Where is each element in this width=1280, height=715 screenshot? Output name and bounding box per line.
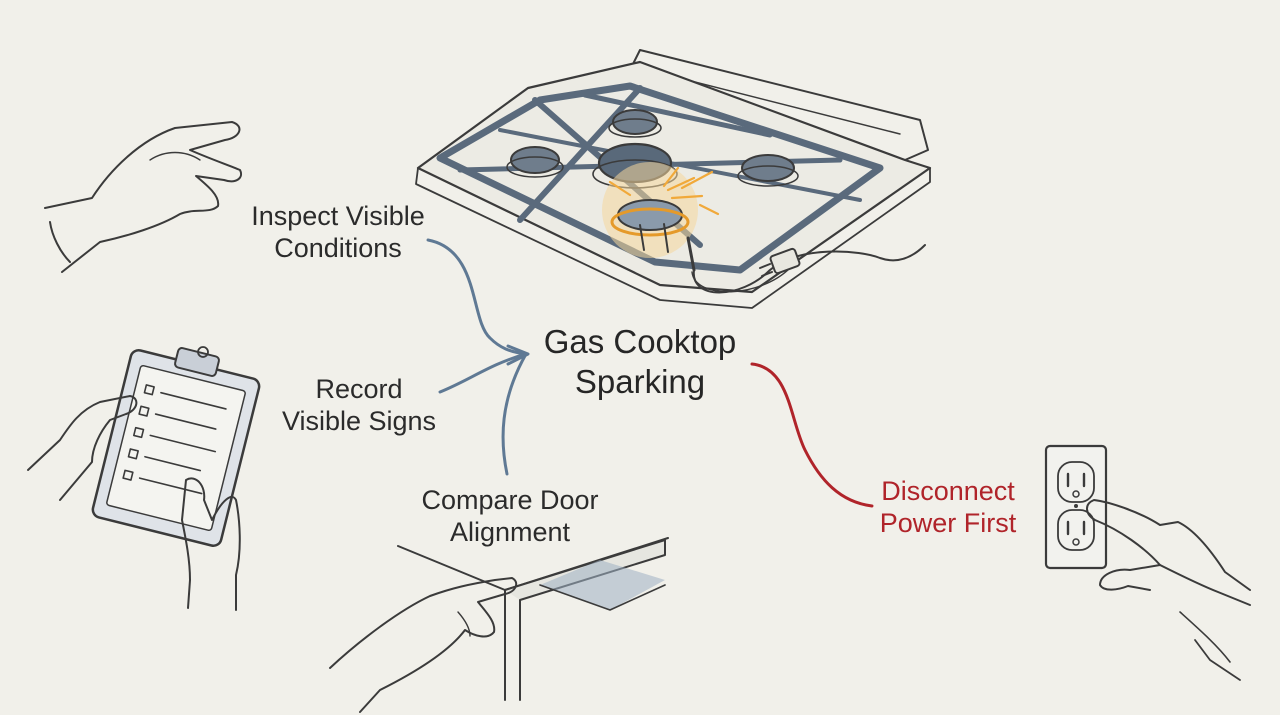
- hand-pointing-door-icon: [329, 577, 518, 713]
- plug-icon: [759, 247, 801, 277]
- node-record-visible-signs: Record Visible Signs: [268, 373, 450, 437]
- wall-outlet-icon: [1044, 444, 1108, 570]
- connectors: [426, 238, 874, 508]
- connector-compare: [501, 352, 528, 476]
- gas-cooktop-illustration: [415, 49, 932, 309]
- central-topic-line1: Gas Cooktop: [543, 323, 737, 360]
- sparking-burner: [602, 162, 720, 272]
- node-compare-door-alignment: Compare Door Alignment: [408, 484, 612, 548]
- hands-holding-clipboard: [27, 395, 241, 611]
- node-inspect-visible-conditions: Inspect Visible Conditions: [238, 200, 438, 264]
- node-disconnect-line1: Disconnect: [881, 476, 1015, 506]
- node-record-line2: Visible Signs: [281, 406, 437, 436]
- node-disconnect-line2: Power First: [879, 508, 1017, 538]
- node-inspect-line2: Conditions: [274, 233, 402, 263]
- hand-unplugging-icon: [1086, 499, 1251, 681]
- clipboard-checklist-icon: [91, 346, 261, 547]
- connector-inspect: [426, 238, 528, 356]
- node-inspect-line1: Inspect Visible: [251, 201, 425, 231]
- node-compare-line2: Alignment: [449, 517, 571, 547]
- node-record-line1: Record: [315, 374, 403, 404]
- node-compare-line1: Compare Door: [421, 485, 599, 515]
- oven-door-illustration: [397, 537, 669, 701]
- central-topic-line2: Sparking: [574, 363, 706, 400]
- connector-disconnect: [750, 362, 874, 508]
- central-topic: Gas Cooktop Sparking: [520, 322, 760, 402]
- connector-arrowhead: [506, 344, 530, 366]
- node-disconnect-power-first: Disconnect Power First: [868, 475, 1028, 539]
- connector-record: [438, 352, 528, 394]
- hand-raised-icon: [44, 121, 242, 273]
